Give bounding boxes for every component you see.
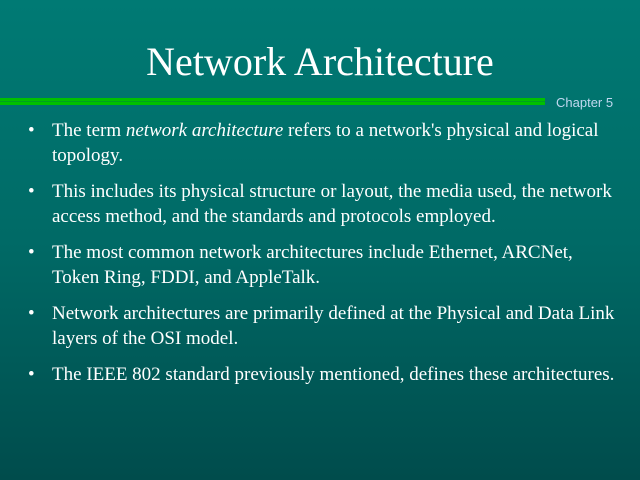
title-divider-inner xyxy=(0,101,545,102)
slide-title: Network Architecture xyxy=(146,39,494,84)
bullet-item: • The IEEE 802 standard previously mentio… xyxy=(28,362,623,387)
bullet-icon: • xyxy=(28,181,35,202)
bullet-text: refers to a network's physical and logic… xyxy=(52,120,599,166)
title-divider xyxy=(0,98,545,101)
chapter-label: Chapter 5 xyxy=(556,95,614,110)
bullet-item: • This includes its physical structure or… xyxy=(28,179,623,229)
bullet-item: • Network architectures are primarily def… xyxy=(28,301,623,351)
bullet-list: • The term network architecture refers to… xyxy=(28,118,623,398)
title-divider-lower xyxy=(0,102,545,105)
bullet-text: The most common network architectures in… xyxy=(52,242,573,288)
bullet-icon: • xyxy=(28,242,35,263)
bullet-text: Network architectures are primarily defi… xyxy=(52,303,615,349)
bullet-text: The term xyxy=(52,120,126,141)
bullet-item: • The most common network architectures i… xyxy=(28,240,623,290)
bullet-text: This includes its physical structure or … xyxy=(52,181,612,227)
bullet-icon: • xyxy=(28,303,35,324)
bullet-text: The IEEE 802 standard previously mention… xyxy=(52,364,615,385)
bullet-icon: • xyxy=(28,364,35,385)
bullet-item: • The term network architecture refers to… xyxy=(28,118,623,168)
bullet-icon: • xyxy=(28,120,35,141)
bullet-emphasis: network architecture xyxy=(125,120,284,141)
